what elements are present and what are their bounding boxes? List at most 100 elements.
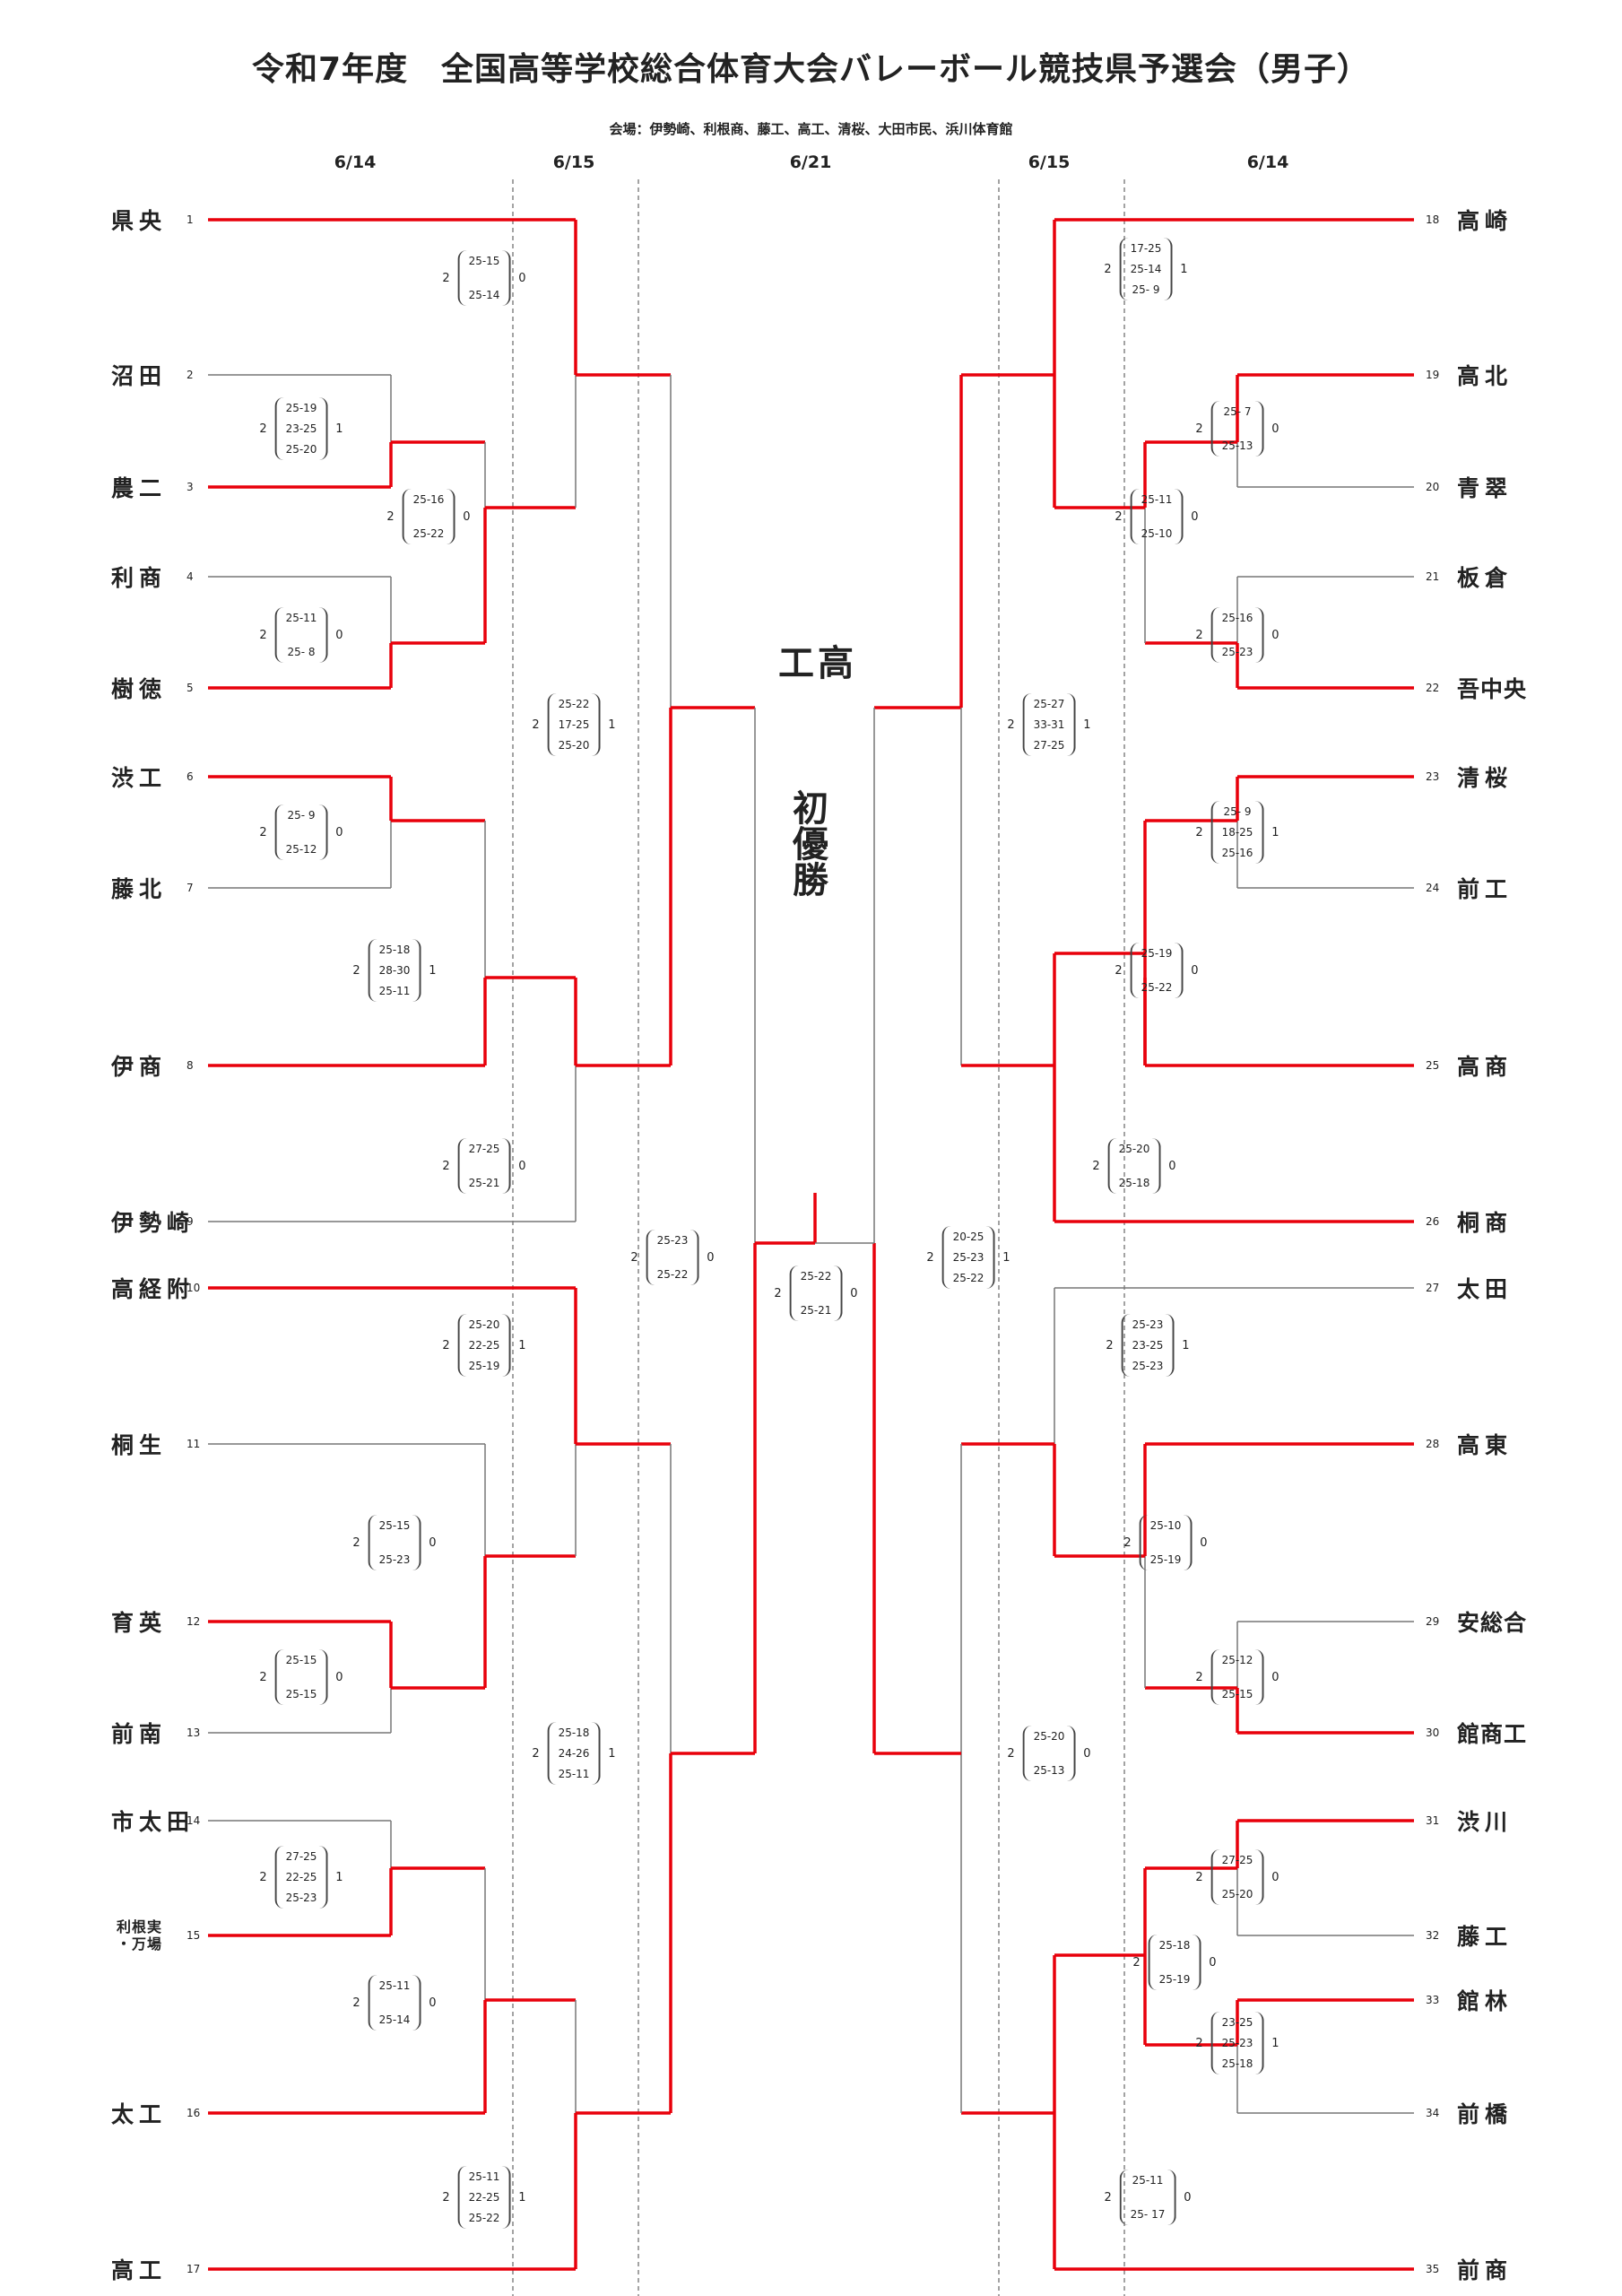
team-name: 板倉 <box>1457 565 1514 591</box>
sets-won-b: 1 <box>1180 262 1188 276</box>
sets-won-b: 0 <box>335 628 343 642</box>
sets-won-a: 2 <box>1007 1746 1015 1761</box>
seed-number: 29 <box>1426 1615 1440 1628</box>
team-name: 市太田 <box>111 1809 195 1835</box>
seed-number: 20 <box>1426 481 1440 493</box>
seed-number: 2 <box>186 369 194 381</box>
set-score: 25-12 <box>285 843 317 856</box>
sets-won-a: 2 <box>532 1746 540 1761</box>
sets-won-b: 0 <box>1191 963 1199 978</box>
set-score: 23-25 <box>285 422 317 435</box>
set-score: 20-25 <box>952 1231 984 1243</box>
seed-number: 26 <box>1426 1215 1440 1228</box>
team-name: 高工 <box>111 2257 168 2283</box>
set-score: 25-11 <box>378 1979 411 1992</box>
sets-won-a: 2 <box>259 422 267 436</box>
set-score: 25-18 <box>378 944 411 956</box>
set-score: 25-23 <box>1132 1318 1164 1331</box>
set-score: 25- 9 <box>1132 283 1160 296</box>
set-score: 25-23 <box>1221 646 1253 658</box>
page-title: 令和7年度 全国高等学校総合体育大会バレーボール競技県予選会（男子） <box>251 51 1371 88</box>
set-score: 25-11 <box>378 985 411 997</box>
team-name: 藤工 <box>1457 1924 1514 1950</box>
sets-won-b: 1 <box>335 1870 343 1884</box>
set-score: 25-19 <box>1141 947 1173 960</box>
set-score: 17-25 <box>558 718 590 731</box>
set-score: 25- 8 <box>287 646 316 658</box>
seed-number: 3 <box>186 481 194 493</box>
sets-won-b: 0 <box>1168 1159 1176 1173</box>
seed-number: 9 <box>186 1215 194 1228</box>
set-score: 25-15 <box>468 255 500 267</box>
set-score: 25-20 <box>1118 1143 1150 1155</box>
seed-number: 33 <box>1426 1994 1440 2006</box>
sets-won-a: 2 <box>1007 718 1015 732</box>
set-score: 25-18 <box>1118 1177 1150 1189</box>
sets-won-b: 0 <box>518 1159 526 1173</box>
set-score: 25-22 <box>1141 981 1173 994</box>
seed-number: 24 <box>1426 882 1440 894</box>
sets-won-b: 0 <box>1191 509 1199 524</box>
set-score: 25-14 <box>1130 263 1162 275</box>
sets-won-b: 0 <box>1271 628 1279 642</box>
seed-number: 16 <box>186 2107 201 2119</box>
sets-won-b: 0 <box>335 825 343 839</box>
sets-won-b: 1 <box>1002 1250 1010 1265</box>
venue-list: 会場：伊勢崎、利根商、藤工、高工、清桜、大田市民、浜川体育館 <box>609 121 1013 137</box>
set-score: 25-16 <box>412 493 445 506</box>
team-name: 太田 <box>1457 1276 1514 1302</box>
set-score: 25-11 <box>1141 493 1173 506</box>
sets-won-a: 2 <box>442 2190 450 2205</box>
sets-won-b: 1 <box>518 1338 526 1352</box>
set-score: 27-25 <box>468 1143 500 1155</box>
set-score: 28-30 <box>378 964 411 977</box>
date-label-round1-left: 6/14 <box>334 152 377 172</box>
champion-note: 初優勝 <box>786 789 828 897</box>
sets-won-a: 2 <box>1132 1955 1141 1970</box>
champion-name: 高工 <box>772 644 853 680</box>
sets-won-a: 2 <box>352 963 360 978</box>
set-score: 25- 7 <box>1223 405 1252 418</box>
set-score: 25- 9 <box>287 809 316 822</box>
sets-won-b: 0 <box>1271 422 1279 436</box>
set-score: 25-22 <box>558 698 590 710</box>
set-score: 25- 17 <box>1130 2208 1166 2221</box>
date-label-round2-right: 6/15 <box>1028 152 1071 172</box>
team-name: 青翠 <box>1457 475 1514 501</box>
set-score: 25-23 <box>656 1234 689 1247</box>
sets-won-a: 2 <box>1195 2036 1203 2050</box>
set-score: 18-25 <box>1221 826 1253 839</box>
set-score: 25-15 <box>285 1654 317 1666</box>
sets-won-b: 1 <box>518 2190 526 2205</box>
seed-number: 22 <box>1426 682 1440 694</box>
team-name: 利商 <box>111 565 168 591</box>
date-label-final: 6/21 <box>789 152 832 172</box>
sets-won-b: 1 <box>608 718 616 732</box>
sets-won-b: 0 <box>335 1670 343 1684</box>
set-score: 23-25 <box>1132 1339 1164 1352</box>
sets-won-b: 1 <box>1271 2036 1279 2050</box>
set-score: 25-22 <box>412 527 445 540</box>
sets-won-b: 1 <box>1271 825 1279 839</box>
team-name: 安総合 <box>1457 1610 1528 1636</box>
sets-won-a: 2 <box>442 271 450 285</box>
sets-won-a: 2 <box>352 1535 360 1550</box>
date-label-round1-right: 6/14 <box>1246 152 1289 172</box>
set-score: 22-25 <box>285 1871 317 1883</box>
team-name: 樹徳 <box>111 676 168 702</box>
seed-number: 21 <box>1426 570 1440 583</box>
